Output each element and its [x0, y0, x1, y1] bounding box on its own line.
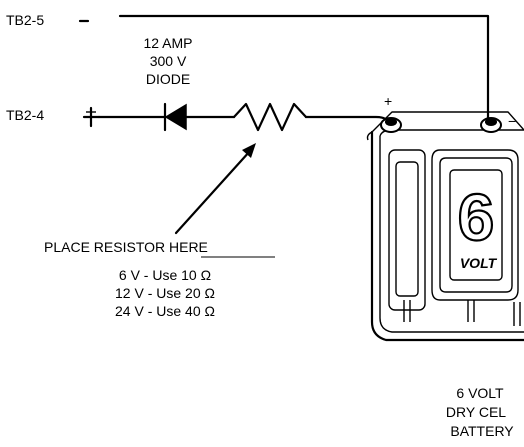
resistor-option-12v: 12 V - Use 20 Ω — [115, 285, 215, 301]
battery-minus-terminal — [480, 117, 502, 133]
resistor-option-24v: 24 V - Use 40 Ω — [115, 303, 215, 319]
battery-caption-line2: DRY CEL — [446, 404, 506, 420]
battery-voltage-number: 6 — [458, 180, 495, 254]
diode-label-line2: 300 V — [150, 53, 187, 69]
battery-plus-mark: + — [384, 93, 392, 109]
battery-6-volt — [366, 111, 524, 342]
wire-tb2-5 — [78, 14, 490, 120]
battery-caption-line1: 6 VOLT — [456, 385, 504, 401]
resistor-pointer-arrow — [174, 143, 256, 235]
diode-label-line3: DIODE — [146, 71, 190, 87]
battery-minus-mark: − — [508, 113, 516, 129]
resistor-option-6v: 6 V - Use 10 Ω — [119, 267, 211, 283]
battery-plus-terminal — [380, 117, 402, 133]
wire-resistor-to-battery — [304, 115, 390, 124]
diode-label-line1: 12 AMP — [143, 35, 192, 51]
tb2-4-terminal-mark — [82, 106, 101, 128]
terminal-label-tb2-5: TB2-5 — [6, 12, 44, 28]
resistor-symbol — [232, 102, 308, 132]
battery-volt-text: VOLT — [460, 255, 498, 271]
battery-caption-line3: BATTERY — [450, 423, 514, 439]
resistor-note-heading: PLACE RESISTOR HERE — [44, 239, 208, 255]
terminal-label-tb2-4: TB2-4 — [6, 107, 44, 123]
diode-symbol — [163, 102, 187, 132]
